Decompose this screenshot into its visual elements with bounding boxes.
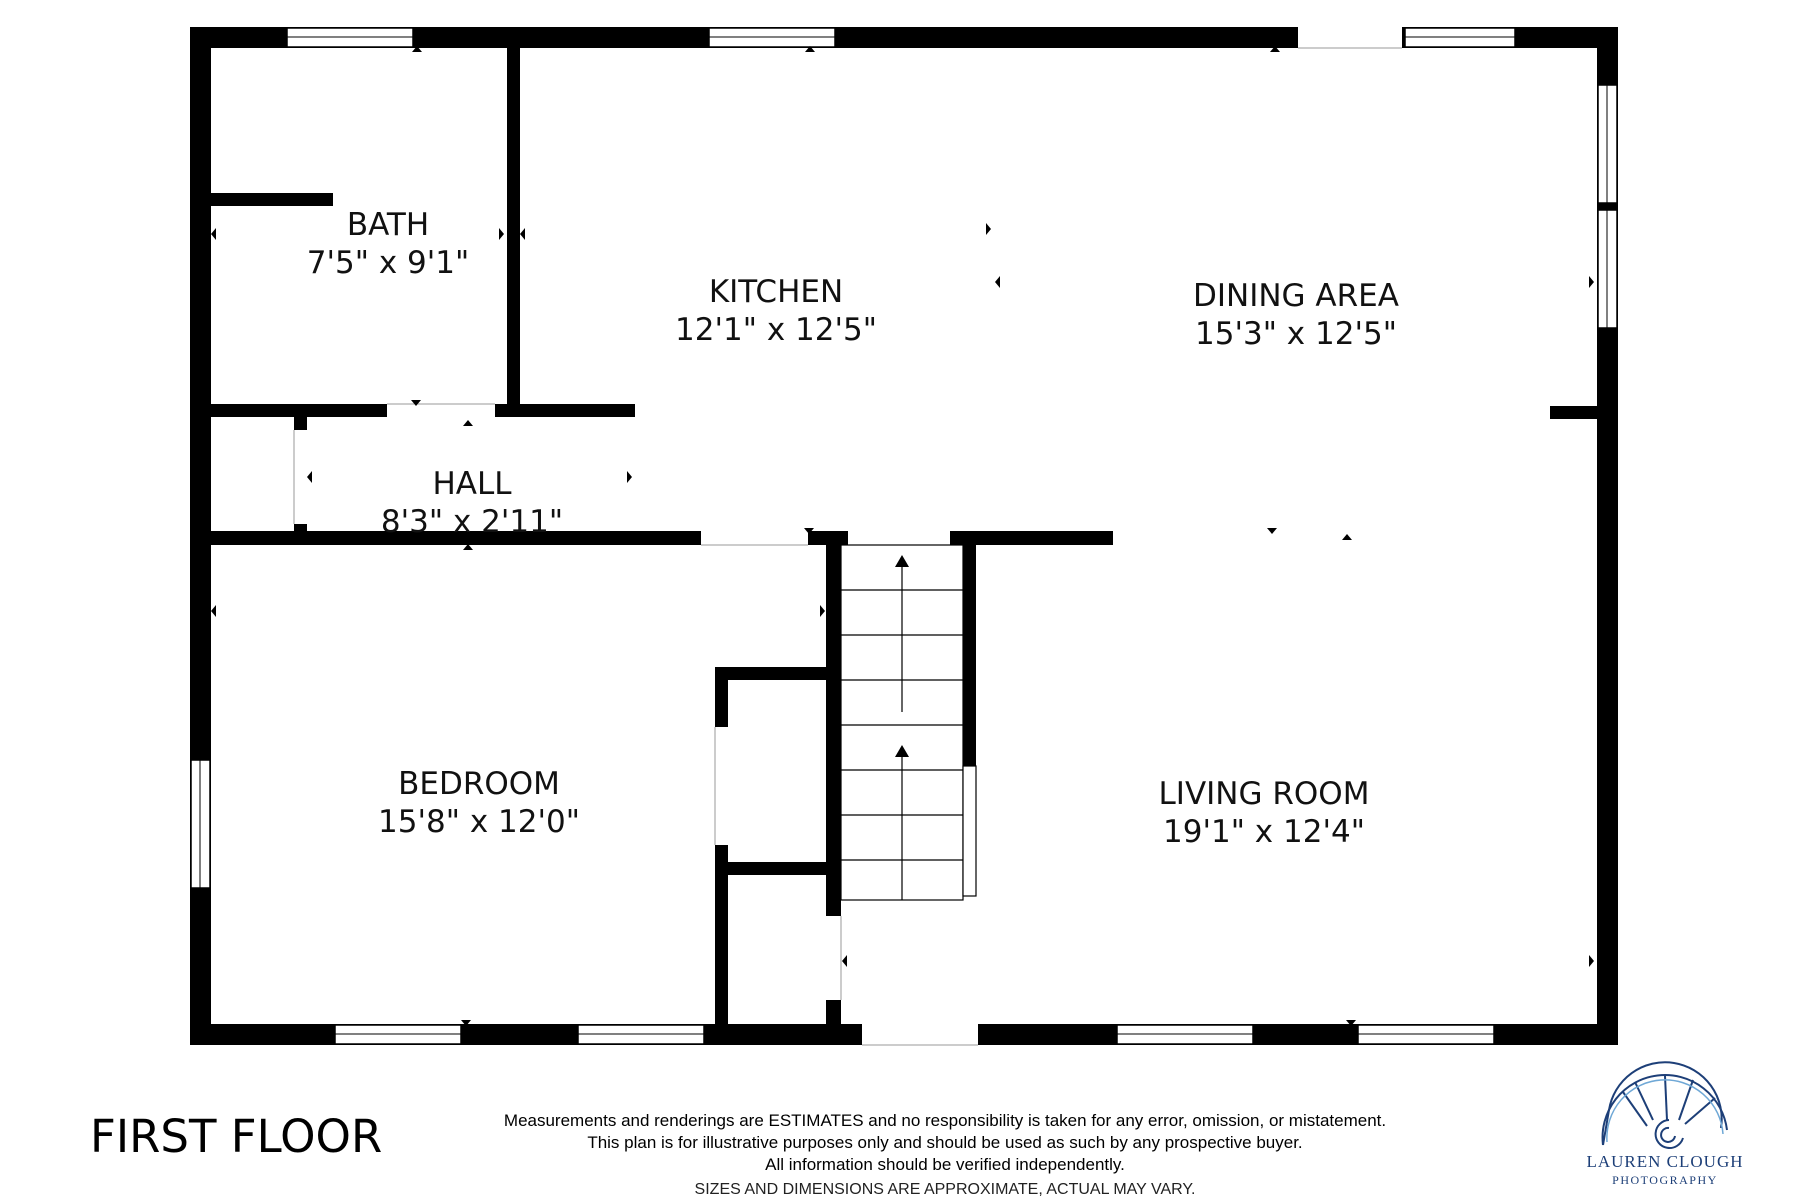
view-markers [211, 46, 1594, 1026]
logo-text: LAUREN CLOUGH [1586, 1152, 1744, 1171]
opening-edges [293, 47, 1402, 1046]
room-dimensions: 19'1" x 12'4" [1163, 814, 1365, 850]
window-mullions [199, 36, 1608, 1035]
room-name: DINING AREA [1193, 278, 1399, 314]
room-name: BATH [346, 207, 430, 243]
disclaimer-line: Measurements and renderings are ESTIMATE… [503, 1111, 1387, 1130]
wall-top [190, 27, 1618, 48]
disclaimer-line: This plan is for illustrative purposes o… [587, 1133, 1303, 1152]
disclaimer: Measurements and renderings are ESTIMATE… [504, 1110, 1386, 1201]
room-name: LIVING ROOM [1158, 776, 1370, 812]
wall-stair-right [963, 531, 976, 766]
wall-closet-top [715, 667, 841, 680]
room-kitchen: KITCHEN 12'1" x 12'5" [675, 273, 877, 349]
spiral-stair-logo-icon [1601, 1061, 1728, 1149]
wall-left [190, 27, 211, 1045]
room-name: HALL [432, 466, 512, 502]
wall-stair-top-b [950, 531, 1113, 545]
wall-bath-bottom-a [211, 404, 387, 417]
room-dimensions: 15'3" x 12'5" [1195, 316, 1397, 352]
stairs [840, 544, 977, 901]
room-hall: HALL 8'3" x 2'11" [381, 465, 563, 541]
wall-closet-left-top [715, 667, 728, 727]
room-name: BEDROOM [398, 766, 560, 802]
disclaimer-line: SIZES AND DIMENSIONS ARE APPROXIMATE, AC… [694, 1181, 1196, 1198]
room-dimensions: 15'8" x 12'0" [378, 804, 580, 840]
stair-arrows [895, 555, 909, 757]
room-bedroom: BEDROOM 15'8" x 12'0" [378, 765, 580, 841]
room-dining: DINING AREA 15'3" x 12'5" [1193, 277, 1399, 353]
disclaimer-line: All information should be verified indep… [765, 1155, 1125, 1174]
wall-bath-stub [211, 193, 333, 206]
wall-bath-right [507, 45, 520, 410]
wall-stair-left [826, 531, 841, 916]
wall-right-stub [1550, 406, 1600, 419]
wall-closet-mid [715, 862, 841, 875]
wall-closet-left-lower [826, 1000, 841, 1030]
room-name: KITCHEN [708, 274, 844, 310]
door-openings [294, 27, 1402, 1045]
room-dimensions: 8'3" x 2'11" [380, 504, 564, 540]
room-bath: BATH 7'5" x 9'1" [307, 206, 470, 282]
logo-subtext: PHOTOGRAPHY [1612, 1173, 1718, 1187]
wall-hall-bottom [211, 531, 701, 545]
room-dimensions: 12'1" x 12'5" [675, 312, 877, 348]
wall-closet-left-bot [715, 862, 728, 1032]
room-dimensions: 7'5" x 9'1" [306, 245, 470, 281]
room-living: LIVING ROOM 19'1" x 12'4" [1159, 775, 1370, 851]
floor-title: FIRST FLOOR [90, 1110, 383, 1163]
wall-bath-bottom-b [495, 404, 635, 417]
wall-closet-left-midsec [715, 845, 728, 875]
